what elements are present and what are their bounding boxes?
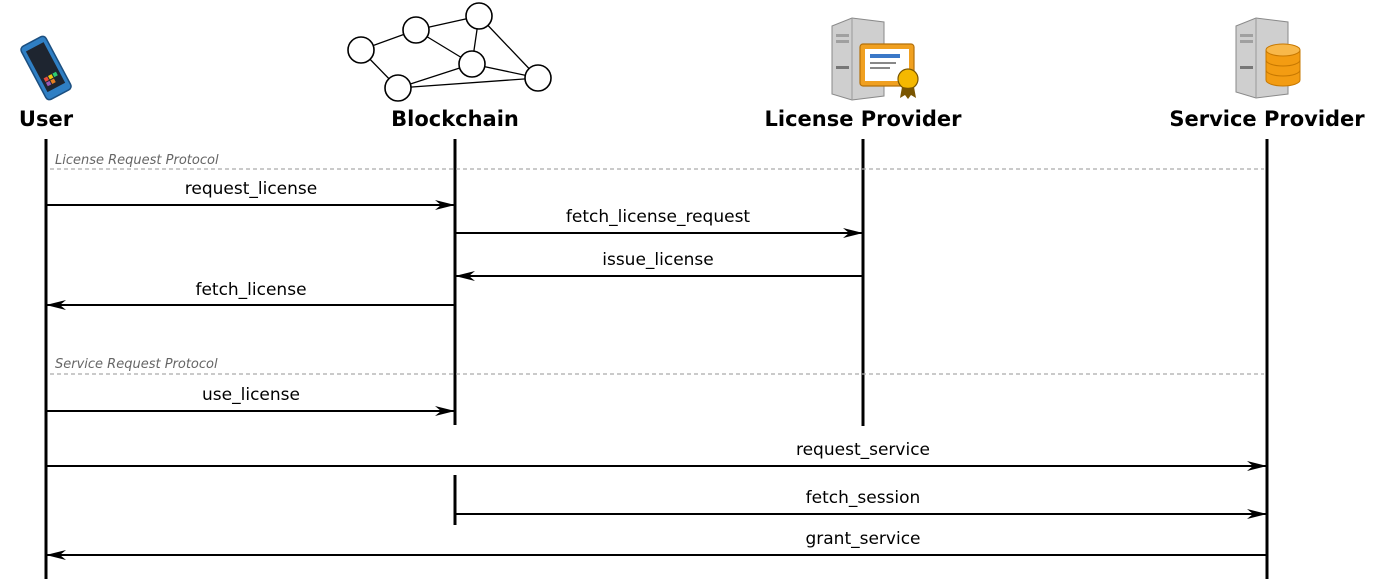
section-label-license: License Request Protocol: [55, 153, 219, 168]
message-issue-license: issue_license: [455, 250, 863, 281]
phone-icon: [20, 35, 72, 101]
message-label-request-service: request_service: [796, 440, 930, 460]
message-label-grant-service: grant_service: [805, 529, 920, 549]
database-server-icon: [1235, 17, 1301, 99]
actor-label-license-provider: License Provider: [765, 107, 963, 131]
network-graph-icon: [347, 2, 552, 102]
message-label-fetch-session: fetch_session: [806, 488, 921, 508]
message-request-license: request_license: [46, 179, 455, 210]
message-grant-service: grant_service: [46, 529, 1267, 560]
message-request-service: request_service: [46, 440, 1267, 471]
actor-label-blockchain: Blockchain: [391, 107, 519, 131]
message-label-use-license: use_license: [202, 385, 300, 405]
message-label-issue-license: issue_license: [602, 250, 714, 270]
actor-label-service-provider: Service Provider: [1169, 107, 1365, 131]
message-use-license: use_license: [46, 385, 455, 416]
message-fetch-license: fetch_license: [46, 280, 455, 310]
actor-label-user: User: [19, 107, 74, 131]
certificate-server-icon: [831, 17, 919, 101]
section-label-service: Service Request Protocol: [55, 357, 218, 372]
message-label-request-license: request_license: [185, 179, 317, 199]
message-label-fetch-license-request: fetch_license_request: [566, 207, 751, 227]
message-label-fetch-license: fetch_license: [195, 280, 306, 300]
message-fetch-session: fetch_session: [455, 488, 1267, 519]
message-fetch-license-request: fetch_license_request: [455, 207, 863, 238]
